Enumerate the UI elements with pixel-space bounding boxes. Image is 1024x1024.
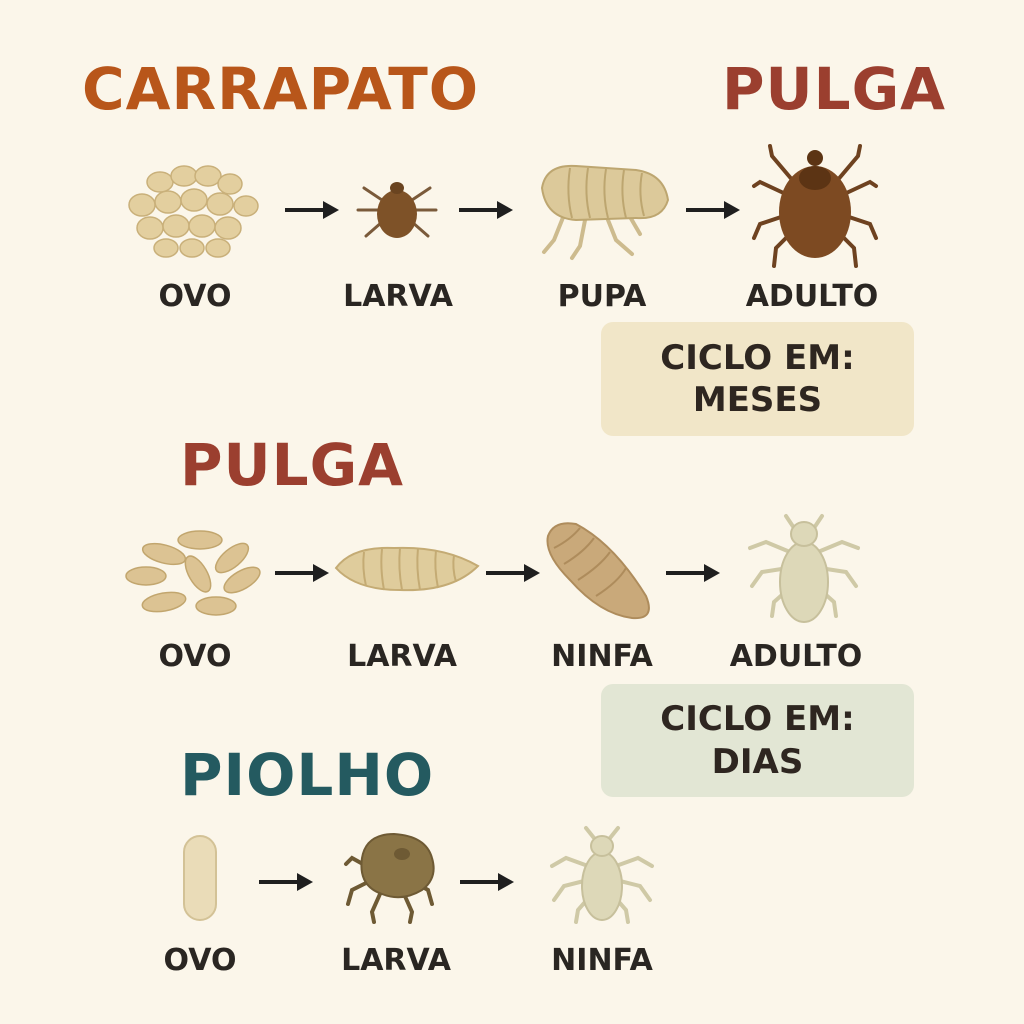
cycle-box-line1: CICLO EM: xyxy=(660,337,855,378)
louse-adult-icon xyxy=(748,514,860,623)
arrow-icon xyxy=(259,873,313,891)
arrow-icon xyxy=(459,201,513,219)
tick-larva-icon xyxy=(356,182,438,238)
cycle-box-dias: CICLO EM: DIAS xyxy=(601,684,914,797)
arrow-icon xyxy=(285,201,339,219)
cycle-box-line2: MESES xyxy=(692,380,823,420)
nymph-icon xyxy=(546,522,650,620)
nit-egg-icon xyxy=(183,835,217,921)
carrapato-title: CARRAPATO xyxy=(82,55,480,123)
arrow-icon xyxy=(460,873,514,891)
cycle-box-line2: DIAS xyxy=(711,741,804,782)
stage-label-ovo: OVO xyxy=(163,943,237,978)
cycle-box-line1: CICLO EM: xyxy=(660,699,855,739)
flea-pupa-icon xyxy=(540,164,670,260)
tick-adult-icon xyxy=(752,144,878,268)
stage-label-ovo: OVO xyxy=(158,639,232,674)
arrow-icon xyxy=(666,564,720,582)
stage-label-pupa: PUPA xyxy=(557,279,647,314)
stage-label-larva: LARVA xyxy=(343,279,453,314)
arrow-icon xyxy=(686,201,740,219)
egg-cluster-icon xyxy=(128,165,259,258)
stage-label-larva: LARVA xyxy=(341,943,451,978)
larva-icon xyxy=(334,546,480,592)
cycle-box-meses: CICLO EM: MESES xyxy=(601,322,914,436)
arrow-icon xyxy=(486,564,540,582)
stage-label-ninfa: NINFA xyxy=(551,943,653,978)
stage-label-larva: LARVA xyxy=(347,639,457,674)
louse-larva-icon xyxy=(344,832,435,924)
stage-label-ovo: OVO xyxy=(158,279,232,314)
pulga-title: PULGA xyxy=(180,431,405,499)
stage-label-adulto: ADULTO xyxy=(745,279,879,314)
piolho-title: PIOLHO xyxy=(180,741,435,809)
stage-label-adulto: ADULTO xyxy=(729,639,863,674)
louse-nymph-icon xyxy=(550,826,654,924)
stage-label-ninfa: NINFA xyxy=(551,639,653,674)
oval-eggs-icon xyxy=(125,530,261,616)
pulga-title-right: PULGA xyxy=(722,55,947,123)
arrow-icon xyxy=(275,564,329,582)
